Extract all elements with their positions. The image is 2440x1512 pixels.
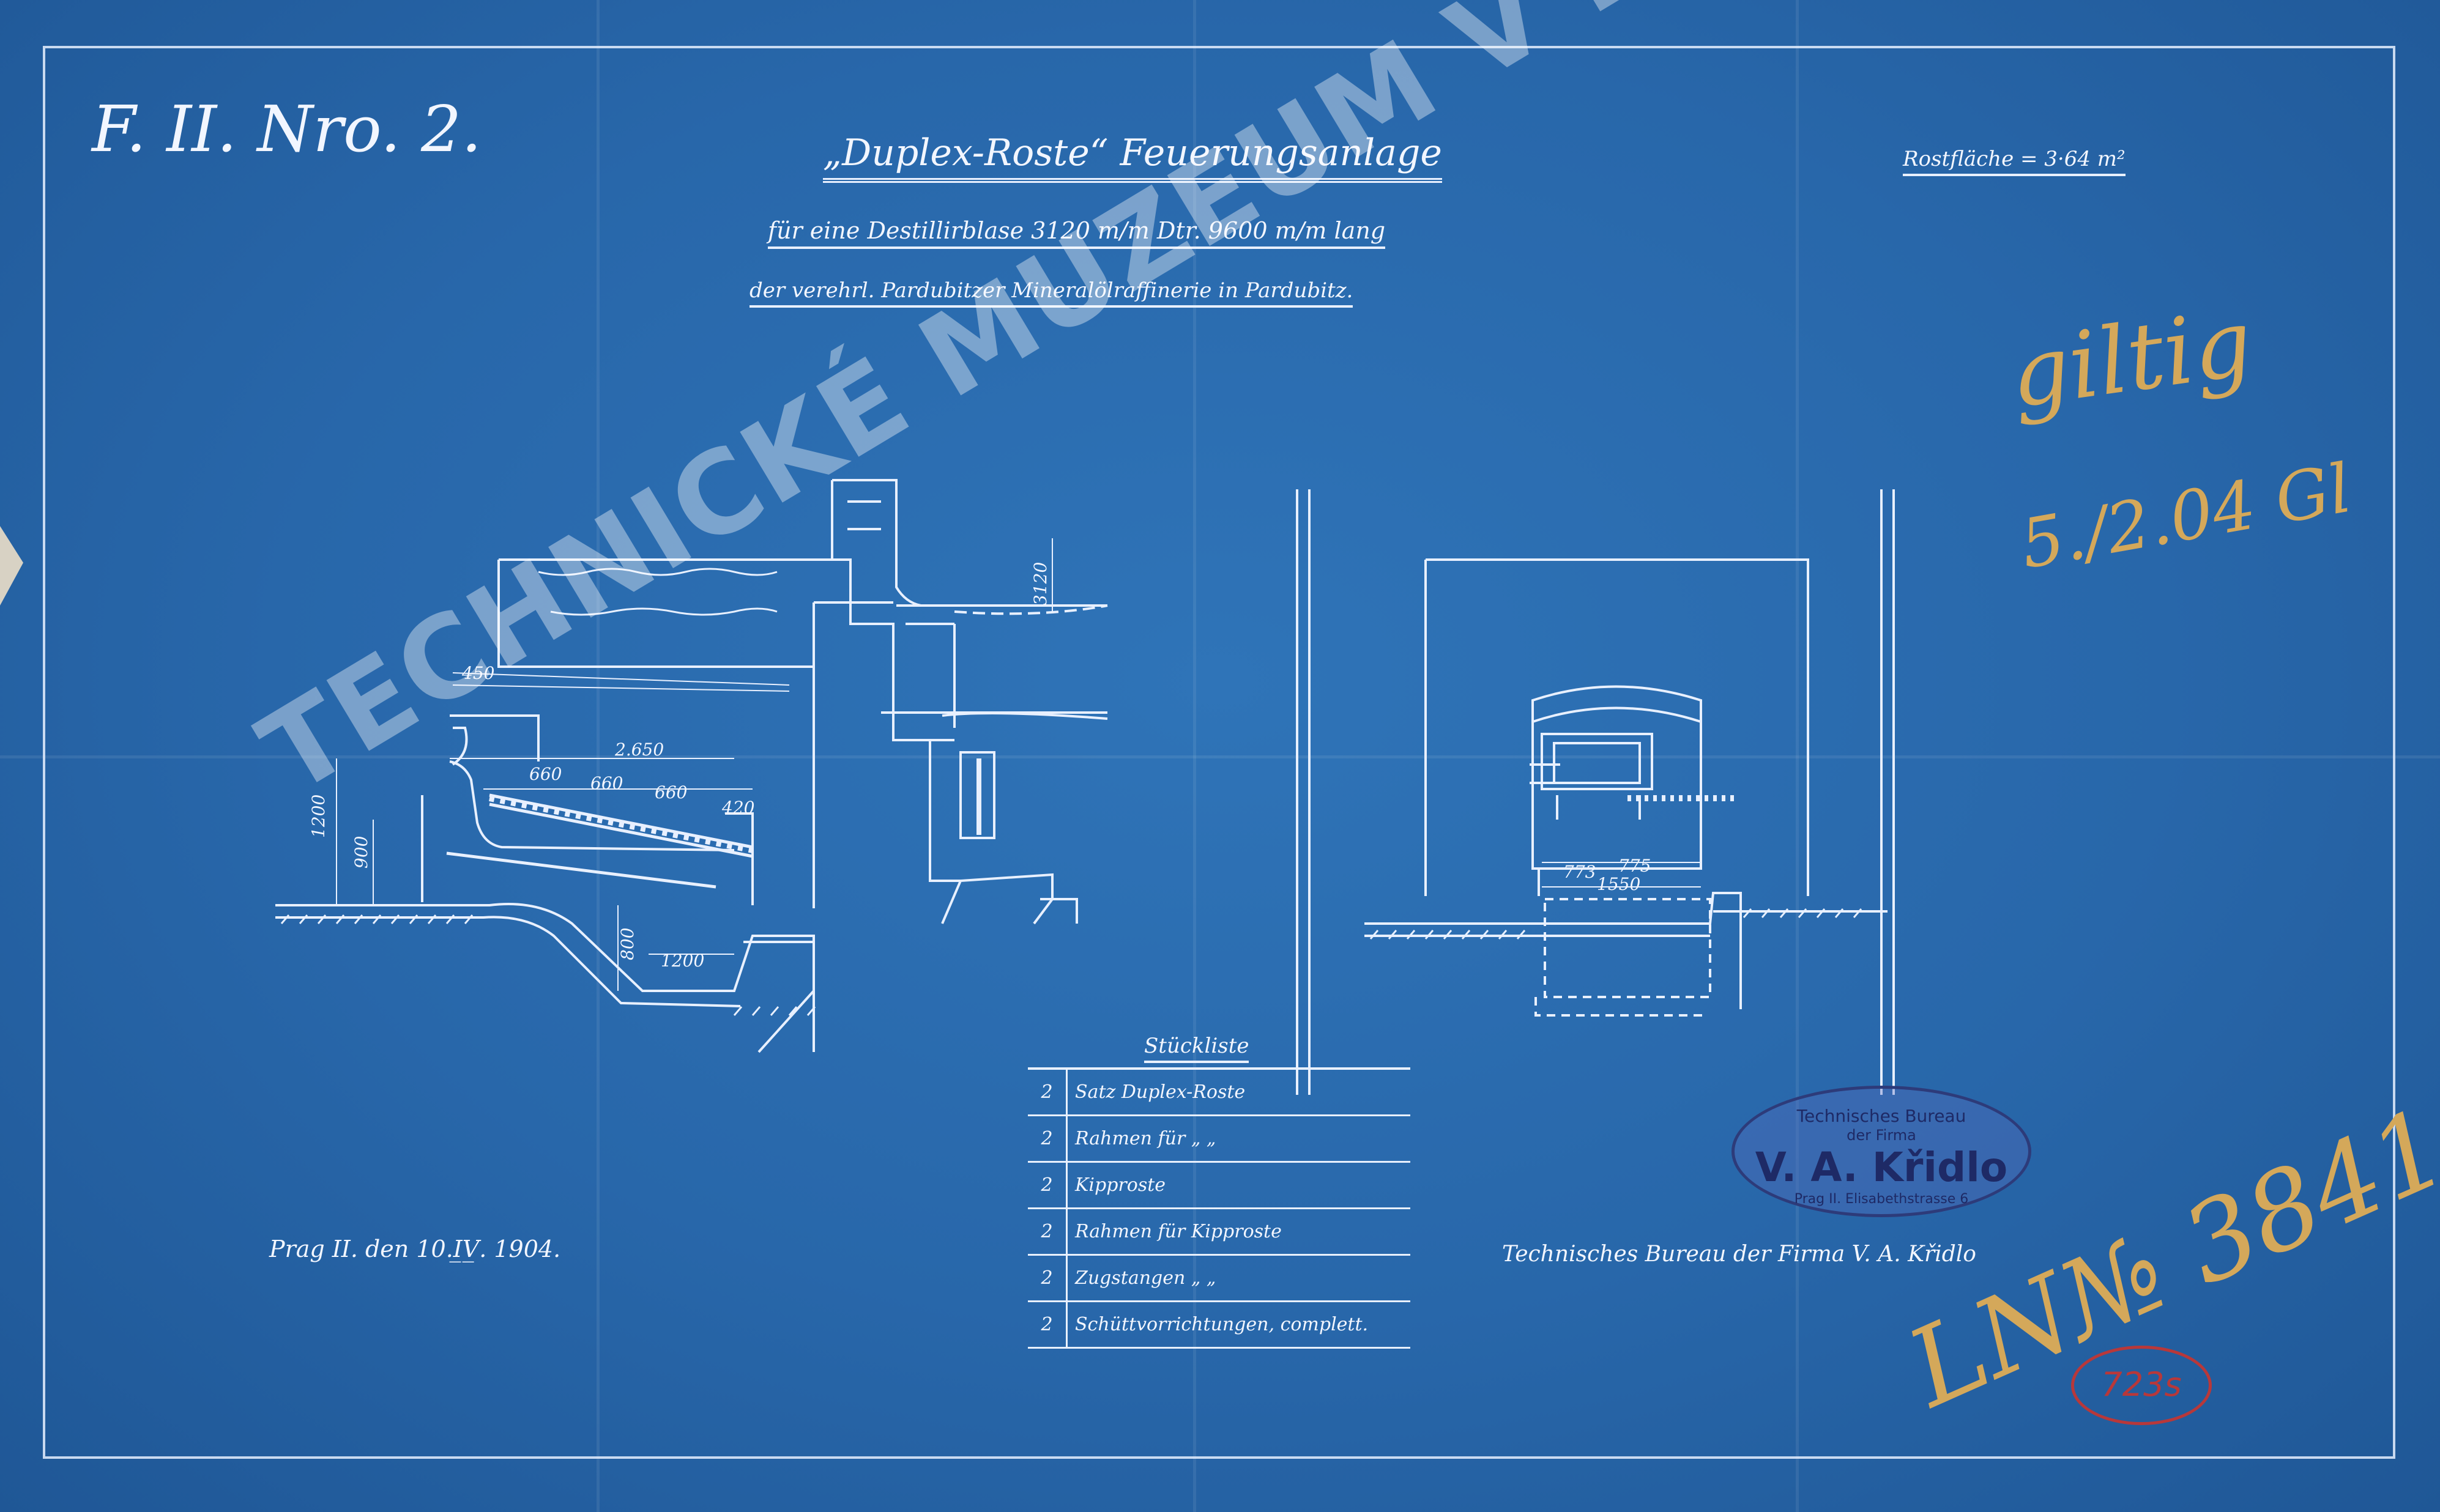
parts-desc: Satz Duplex-Roste <box>1066 1067 1410 1116</box>
boiler-wall-left <box>1296 489 1311 1095</box>
dim-1200-horizontal: 1200 <box>661 951 704 971</box>
fire-arch <box>1531 685 1702 870</box>
cross-section <box>1296 489 1895 1095</box>
parts-desc: Rahmen für Kipproste <box>1066 1208 1410 1256</box>
parts-desc: Kipproste <box>1066 1162 1410 1209</box>
parts-list-title: Stückliste <box>1144 1034 1249 1063</box>
dim-2650: 2.650 <box>614 739 664 760</box>
dim-900: 900 <box>351 836 371 869</box>
ground-line <box>275 903 815 1053</box>
parts-qty: 2 <box>1028 1067 1068 1116</box>
longitudinal-section <box>275 479 1108 1053</box>
red-inventory-stamp: 723s <box>2071 1346 2212 1425</box>
bureau-signature: Technisches Bureau der Firma V. A. Křidl… <box>1502 1242 1976 1267</box>
parts-qty: 2 <box>1028 1254 1068 1302</box>
ground-line-cross <box>1364 892 1742 1009</box>
drawing-title: „Duplex-Roste“ Feuerungsanlage <box>823 132 1442 183</box>
grate-area-note: Rostfläche = 3·64 m² <box>1903 147 2126 176</box>
stamp-company-name: V. A. Křidlo <box>1755 1144 2008 1191</box>
dim-450: 450 <box>461 663 494 683</box>
parts-qty: 2 <box>1028 1115 1068 1163</box>
fold-line <box>1796 0 1799 1512</box>
dim-3120: 3120 <box>1030 562 1051 606</box>
drawing-subtitle-1: für eine Destillirblase 3120 m/m Dtr. 96… <box>768 217 1386 249</box>
parts-qty: 2 <box>1028 1301 1068 1349</box>
dim-1200-vertical: 1200 <box>308 795 329 838</box>
dim-800: 800 <box>617 928 638 960</box>
dim-775: 775 <box>1618 856 1651 876</box>
dim-420: 420 <box>721 798 754 818</box>
flue-top <box>497 560 814 668</box>
dim-660-b: 660 <box>590 773 623 793</box>
parts-qty: 2 <box>1028 1162 1068 1209</box>
dim-1550: 1550 <box>1597 874 1640 894</box>
stamp-line-2: der Firma <box>1847 1127 1916 1144</box>
fold-line <box>0 755 2440 758</box>
parts-qty: 2 <box>1028 1208 1068 1256</box>
company-stamp: Technisches Bureau der Firma V. A. Křidl… <box>1731 1086 2031 1217</box>
stamp-line-1: Technisches Bureau <box>1796 1106 1966 1126</box>
place-date: Prag II. den 10.I̲V̲. 1904. <box>269 1236 561 1262</box>
dim-660-c: 660 <box>655 782 687 802</box>
parts-desc: Rahmen für „ „ <box>1066 1115 1410 1163</box>
sheet-number: F. II. Nro. 2. <box>92 92 482 166</box>
stamp-address: Prag II. Elisabethstrasse 6 <box>1794 1191 1969 1207</box>
furnace-wall-outline <box>499 558 895 636</box>
dim-773: 773 <box>1563 862 1596 882</box>
drawing-subtitle-2: der verehrl. Pardubitzer Mineralölraffin… <box>749 278 1353 308</box>
boiler-shell <box>881 604 1107 714</box>
parts-desc: Zugstangen „ „ <box>1066 1254 1410 1302</box>
paper-tear <box>0 526 23 606</box>
drawing-border <box>43 46 2395 1459</box>
fold-line <box>597 0 600 1512</box>
fold-line <box>1193 0 1196 1512</box>
boiler-wall-right <box>1880 489 1895 1095</box>
dim-660-a: 660 <box>529 764 562 784</box>
parts-desc: Schüttvorrichtungen, complett. <box>1066 1301 1410 1349</box>
